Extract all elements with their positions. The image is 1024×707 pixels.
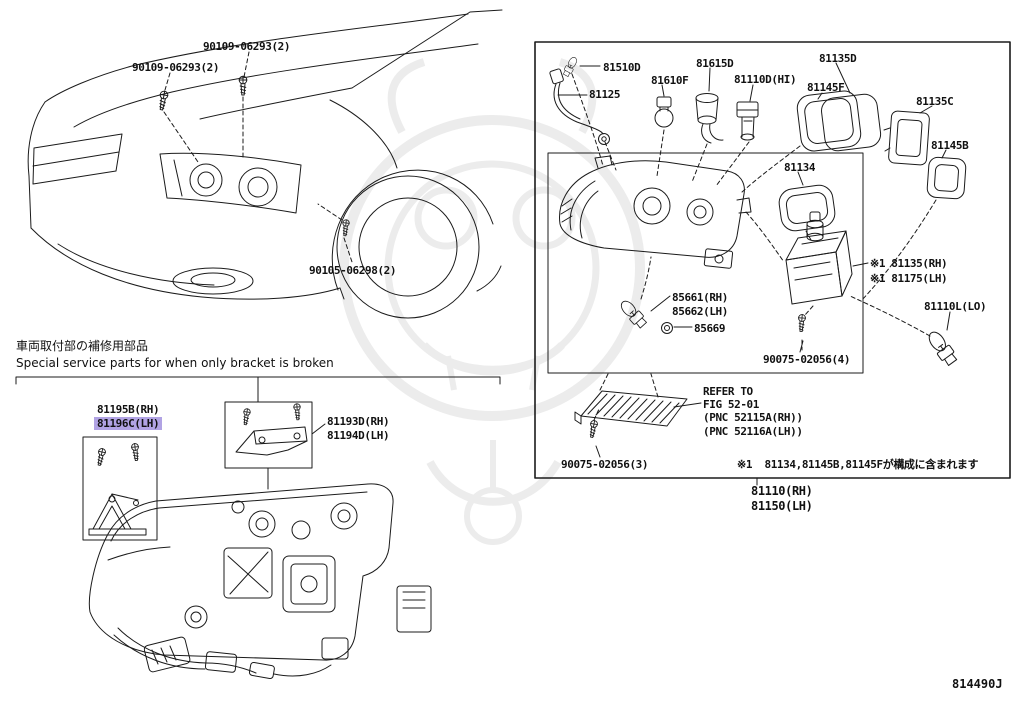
ballast-drawing — [785, 211, 853, 305]
cord-drawing — [549, 68, 610, 145]
oring-drawing — [661, 322, 673, 334]
screw-icon — [797, 313, 807, 333]
part-label-81110d[interactable]: 81110D(HI) — [734, 73, 797, 86]
refer-note-line1: REFER TO — [703, 385, 753, 398]
mounting-rail-drawing — [574, 390, 688, 427]
part-label-90109-06293-a[interactable]: 90109-06293(2) — [203, 40, 291, 53]
unit-detail-box — [547, 152, 864, 374]
composition-note: ※1 81134,81145B,81145Fが構成に含まれます — [737, 458, 979, 471]
part-label-81135d[interactable]: 81135D — [819, 52, 857, 65]
screw-icon — [95, 447, 107, 467]
part-label-85662[interactable]: 85662(LH) — [672, 305, 729, 318]
part-label-81510d[interactable]: 81510D — [603, 61, 641, 74]
part-label-81195b[interactable]: 81195B(RH) — [97, 403, 160, 416]
leader-lines-dashed — [163, 51, 937, 421]
screw-icon — [293, 403, 302, 421]
connector-hi-drawing — [736, 101, 759, 141]
part-label-90105-06298[interactable]: 90105-06298(2) — [309, 264, 397, 277]
bracket-c-drawing — [883, 110, 930, 166]
headlamp-unit-drawing — [559, 155, 752, 269]
figure-code: 814490J — [952, 677, 1003, 691]
cover-b-drawing — [926, 156, 967, 200]
bulb-socket-drawing — [654, 96, 674, 128]
part-label-81125[interactable]: 81125 — [589, 88, 621, 101]
screw-icon — [238, 75, 248, 96]
part-label-90075-02056-3[interactable]: 90075-02056(3) — [561, 458, 649, 471]
part-label-81135c[interactable]: 81135C — [916, 95, 954, 108]
screw-icon — [130, 442, 141, 462]
service-note-jp: 車両取付部の補修用部品 — [16, 339, 149, 353]
part-label-81135[interactable]: ※1 81135(RH) — [870, 257, 948, 270]
refer-note-line2: FIG 52-01 — [703, 398, 760, 411]
part-label-81193d[interactable]: 81193D(RH) — [327, 415, 390, 428]
service-note-en: Special service parts for when only brac… — [16, 356, 334, 370]
part-label-81610f[interactable]: 81610F — [651, 74, 689, 87]
part-label-90075-02056-4[interactable]: 90075-02056(4) — [763, 353, 851, 366]
refer-note-line3: (PNC 52115A(RH)) — [703, 411, 803, 424]
refer-note-line4: (PNC 52116A(LH)) — [703, 425, 803, 438]
seal-cover-rings-drawing — [796, 90, 882, 152]
part-label-81150-assy[interactable]: 81150(LH) — [751, 499, 813, 513]
bulb-icon — [924, 328, 960, 368]
part-label-85669[interactable]: 85669 — [694, 322, 726, 335]
part-label-81615d[interactable]: 81615D — [696, 57, 734, 70]
part-label-81145f[interactable]: 81145F — [807, 81, 845, 94]
part-label-81194d[interactable]: 81194D(LH) — [327, 429, 390, 442]
headlamp-assembly-drawing — [88, 467, 432, 680]
socket-cover-drawing — [695, 93, 724, 144]
car-front-drawing — [27, 9, 503, 319]
part-label-81110l[interactable]: 81110L(LO) — [924, 300, 987, 313]
part-label-85661[interactable]: 85661(RH) — [672, 291, 729, 304]
main-parts-box — [534, 41, 1011, 479]
part-label-81110-assy[interactable]: 81110(RH) — [751, 484, 813, 498]
part-label-81145b[interactable]: 81145B — [931, 139, 969, 152]
part-label-81134[interactable]: 81134 — [784, 161, 816, 174]
part-label-81175[interactable]: ※1 81175(LH) — [870, 272, 948, 285]
screw-icon — [241, 407, 252, 426]
service-parts-box-left — [82, 436, 158, 541]
screw-icon — [587, 419, 599, 439]
part-label-81196c-highlighted[interactable]: 81196C(LH) — [94, 417, 163, 430]
part-label-90109-06293-b[interactable]: 90109-06293(2) — [132, 61, 220, 74]
service-section-lines — [15, 376, 501, 541]
